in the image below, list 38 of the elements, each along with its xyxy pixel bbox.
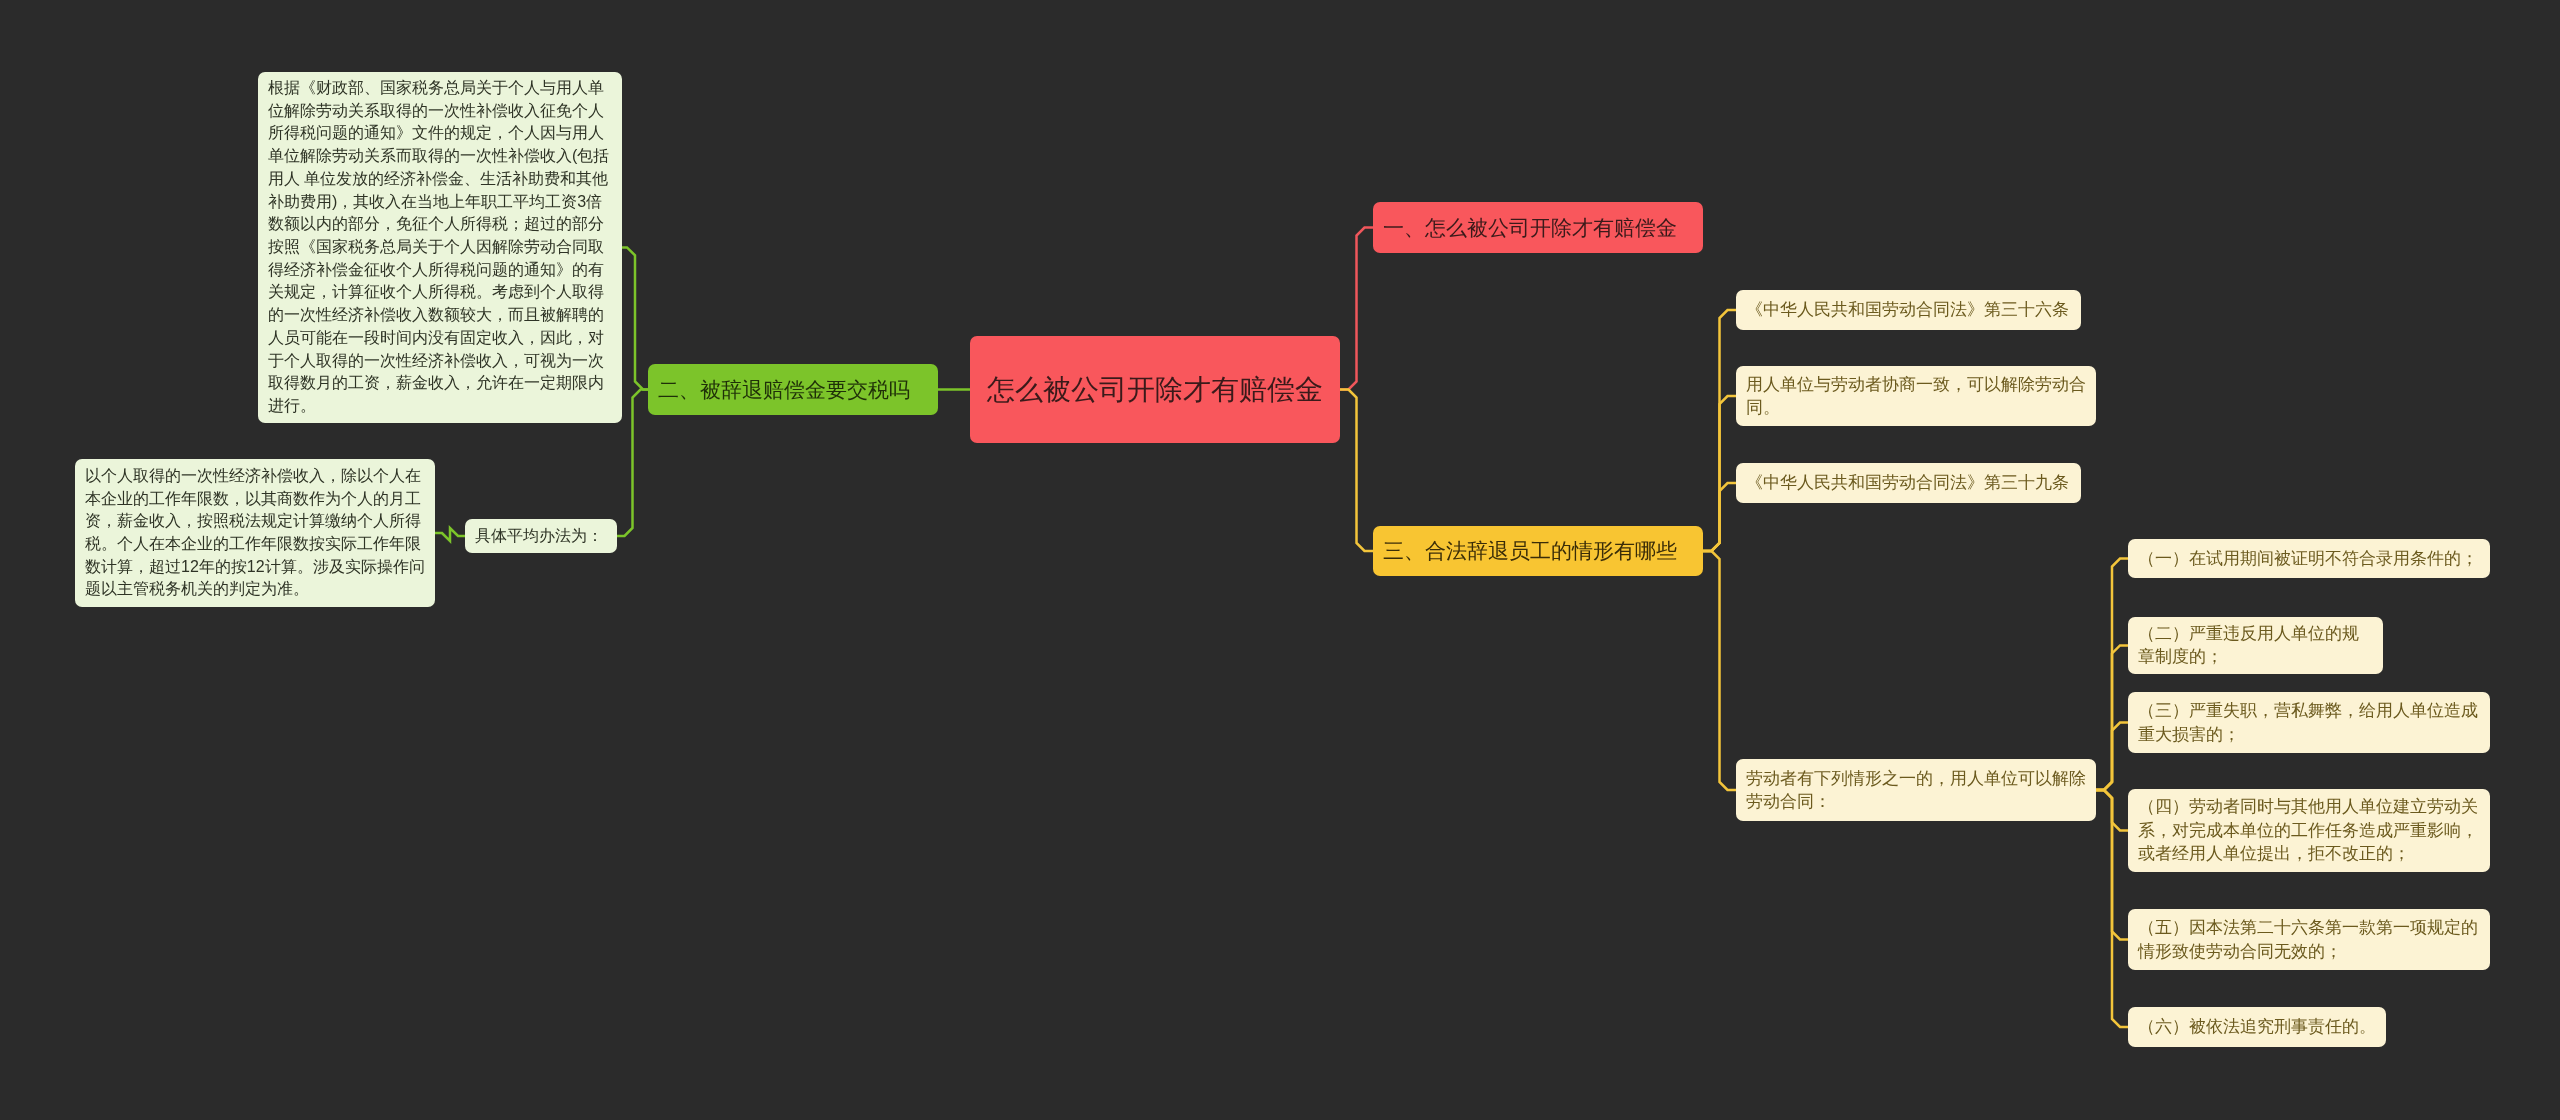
branch-topic-box (648, 364, 938, 415)
topic-text: （三）严重失职，营私舞弊，给用人单位造成重大损害的； (2138, 700, 2479, 745)
topic-text: 《中华人民共和国劳动合同法》第三十六条 (1746, 299, 2070, 321)
topic-text: 根据《财政部、国家税务总局关于个人与用人单位解除劳动关系取得的一次性补偿收入征免个人所得税问题的通知》文件的规定，个人因与用人单位解除劳动关系而取得的一次性补偿收入(包括用人 单位发放的经济补偿金、生活补助费和其他补助费用)，其收入在当地上年职工平均工资3倍数额以内的部分，免征个人所得税；超过的部分按照《国家税务总局关于个人因解除劳动合同取得经济补偿金征收个人所得税问题的通知》的有关规定，计算征收个人所得税。考虑到个人取得的一次性经济补偿收入数额较大，而且被解聘的人员可能在一段时间内没有固定收入，因此，对于个人取得的一次性经济补偿收入，可视为一次取得数月的工资，薪金收入，允许在一定期限内进行。 (268, 78, 611, 417)
subtopic-box (2128, 539, 2490, 578)
branch-topic-box (1373, 202, 1703, 253)
subtopic-box (2128, 1007, 2386, 1047)
connector-line (1703, 549, 1736, 792)
subtopic-box (1736, 759, 2096, 821)
topic-text: 三、合法辞退员工的情形有哪些 (1383, 538, 1678, 565)
topic-text: （五）因本法第二十六条第一款第一项规定的情形致使劳动合同无效的； (2138, 917, 2479, 962)
topic-text: （二）严重违反用人单位的规章制度的； (2138, 623, 2360, 668)
connector-line (1340, 388, 1373, 553)
branch-topic-box (1373, 526, 1703, 576)
topic-text: 劳动者有下列情形之一的，用人单位可以解除劳动合同： (1746, 767, 2086, 812)
subtopic-box (1736, 366, 2096, 426)
topic-text: 具体平均办法为： (475, 525, 604, 546)
topic-text: 一、怎么被公司开除才有赔偿金 (1383, 214, 1678, 241)
topic-text: （一）在试用期间被证明不符合录用条件的； (2138, 547, 2479, 569)
subtopic-box (465, 519, 617, 553)
connector-line (435, 525, 465, 544)
connector-line (617, 388, 648, 538)
subtopic-box (2128, 909, 2490, 970)
subtopic-box (1736, 290, 2081, 330)
subtopic-box (1736, 463, 2081, 503)
connector-line (2096, 788, 2128, 1029)
topic-text: 用人单位与劳动者协商一致，可以解除劳动合同。 (1746, 373, 2086, 418)
topic-text: 二、被辞退赔偿金要交税吗 (658, 376, 911, 403)
connector-line (938, 388, 970, 391)
topic-text: 《中华人民共和国劳动合同法》第三十九条 (1746, 472, 2070, 494)
topic-text: （四）劳动者同时与其他用人单位建立劳动关系，对完成本单位的工作任务造成严重影响，或者经用人单位提出，拒不改正的； (2138, 796, 2479, 865)
subtopic-box (2128, 617, 2383, 674)
root-topic-box (970, 336, 1340, 443)
topic-text: 怎么被公司开除才有赔偿金 (986, 372, 1324, 407)
subtopic-box (2128, 692, 2490, 753)
subtopic-box (2128, 789, 2490, 872)
topic-text: （六）被依法追究刑事责任的。 (2138, 1016, 2376, 1038)
topic-text: 以个人取得的一次性经济补偿收入，除以个人在本企业的工作年限数，以其商数作为个人的月工资，薪金收入，按照税法规定计算缴纳个人所得税。个人在本企业的工作年限数按实际工作年限数计算，超过12年的按12计算。涉及实际操作问题以主管税务机关的判定为准。 (85, 465, 425, 600)
